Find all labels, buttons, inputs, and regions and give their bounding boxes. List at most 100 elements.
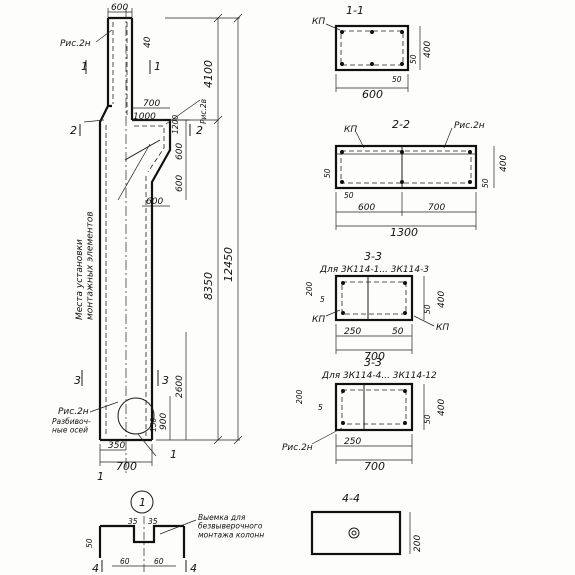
vertical-note: Места установкимонтажных элементов [75, 211, 95, 320]
axis-mark-label: Разбивоч-ные осей [52, 417, 91, 435]
section-3-3b-50: 50 [423, 414, 432, 424]
rebar-dot [341, 421, 345, 425]
rebar-dot [341, 281, 345, 285]
rebar-dot [468, 150, 472, 154]
section-2-2-outline [334, 144, 478, 190]
section-2-2: 2-2 КП Рис.2н 50 400 50 50 600 700 1300 [323, 118, 509, 239]
dim-1200-label: 1200 [171, 115, 180, 134]
section-4-4-hole-inner [351, 530, 357, 536]
detail-callout-leader [137, 433, 157, 457]
rebar-dot [403, 421, 407, 425]
section-3-3a-50: 50 [423, 304, 432, 314]
section-3-3a-outline [334, 274, 414, 322]
section-3-3a-kp-left: КП [312, 315, 325, 325]
section-mark: 1 [170, 448, 177, 461]
dim-600a-label: 600 [175, 143, 185, 160]
section-2-2-rebar [340, 150, 472, 184]
section-mark: 2 [196, 124, 203, 137]
section-4-4-title: 4-4 [342, 492, 360, 505]
section-mark: 2 [70, 124, 77, 137]
kp-leader [325, 309, 341, 317]
section-3-3a-700: 700 [364, 350, 385, 363]
section-3-3b-outline [334, 382, 414, 432]
dim-top-width-label: 600 [111, 3, 128, 13]
section-4-4-200: 200 [413, 535, 423, 552]
tick [233, 435, 243, 445]
rebar-dot [403, 281, 407, 285]
rebar-dot [341, 311, 345, 315]
tick [213, 13, 223, 23]
section-1-1-kp: КП [312, 17, 325, 27]
rebar-dot [403, 311, 407, 315]
section-3-3a-subtitle: Для 3К114-1... 3К114-3 [319, 265, 429, 275]
dim-700-label: 700 [143, 99, 160, 109]
detail-60a: 60 [120, 557, 130, 566]
dim-700b-label: 700 [116, 460, 137, 473]
section-mark: 3 [162, 374, 169, 387]
rebar-dot [341, 389, 345, 393]
section-3-3b-rebar [341, 389, 407, 425]
section-3-3a-250: 250 [344, 327, 361, 337]
section-2-2-ris: Рис.2н [454, 121, 485, 131]
rebar-dot [340, 180, 344, 184]
rebar-dot [403, 389, 407, 393]
section-2-2-600: 600 [358, 203, 375, 213]
section-3-3-b: 3-3 Для 3К114-4... 3К114-12 200 5 Рис.2н… [282, 356, 447, 473]
bracket-diagonal [117, 143, 151, 201]
section-3-3a-5: 5 [320, 295, 325, 304]
rebar-dot [340, 150, 344, 154]
dim-1000-label: 1000 [133, 112, 156, 122]
section-4-4-hole [348, 527, 360, 539]
rebar-dot [340, 30, 344, 34]
section-3-3b-5: 5 [318, 403, 323, 412]
detail-60b: 60 [154, 557, 164, 566]
section-3-3a-50b: 50 [392, 327, 404, 337]
dim-600c-label: 600 [146, 197, 163, 207]
detail-number: 1 [139, 496, 146, 509]
rebar-dot [370, 62, 374, 66]
ris-top-label: Рис.2н [60, 39, 91, 49]
ris-bracket-label: Рис.2в [199, 99, 208, 124]
detail-35a: 35 [128, 517, 138, 526]
detail-note-leader [159, 519, 197, 535]
section-3-3b-700: 700 [364, 460, 385, 473]
dim-8350-label: 8350 [202, 272, 215, 300]
dim-2600-label: 2600 [175, 375, 185, 398]
section-mark: 1 [154, 60, 161, 73]
dim-12450-label: 12450 [222, 247, 235, 282]
ris-bottom-leader [89, 401, 119, 413]
rebar-dot [400, 30, 404, 34]
detail-35b: 35 [148, 517, 158, 526]
column-elevation: 600 40 4100 8350 12450 700 1000 1200 600… [52, 3, 243, 483]
dim-350-label: 350 [108, 441, 125, 451]
section-2-2-700: 700 [428, 203, 445, 213]
detail-number-circle [130, 490, 154, 514]
dim-900-label: 900 [159, 413, 169, 430]
section-2-2-50c: 50 [344, 191, 354, 200]
tick [233, 13, 243, 23]
detail-50: 50 [85, 538, 94, 548]
dim-150-label: 150 [149, 417, 158, 432]
kp-leader [355, 131, 365, 149]
dim-4100-label: 4100 [202, 60, 215, 88]
section-3-3b-250: 250 [344, 437, 361, 447]
section-3-3a-200: 200 [305, 281, 314, 296]
detail-recess-outline [100, 524, 184, 544]
rebar-dot [340, 62, 344, 66]
section-1-1-rebar [340, 30, 404, 66]
ris-leader [311, 427, 343, 445]
rebar-dot [468, 180, 472, 184]
detail-mark-4a: 4 [92, 562, 99, 575]
rebar-dot [400, 180, 404, 184]
section-1-1-title: 1-1 [346, 4, 364, 17]
rebar-dot [400, 62, 404, 66]
section-3-3a-400: 400 [437, 291, 447, 308]
section-2-2-50: 50 [323, 168, 332, 178]
section-3-3b-200: 200 [295, 389, 304, 404]
section-1-1-400: 400 [423, 41, 433, 58]
kp-leader [413, 315, 435, 327]
ris-top-leader [95, 29, 113, 43]
